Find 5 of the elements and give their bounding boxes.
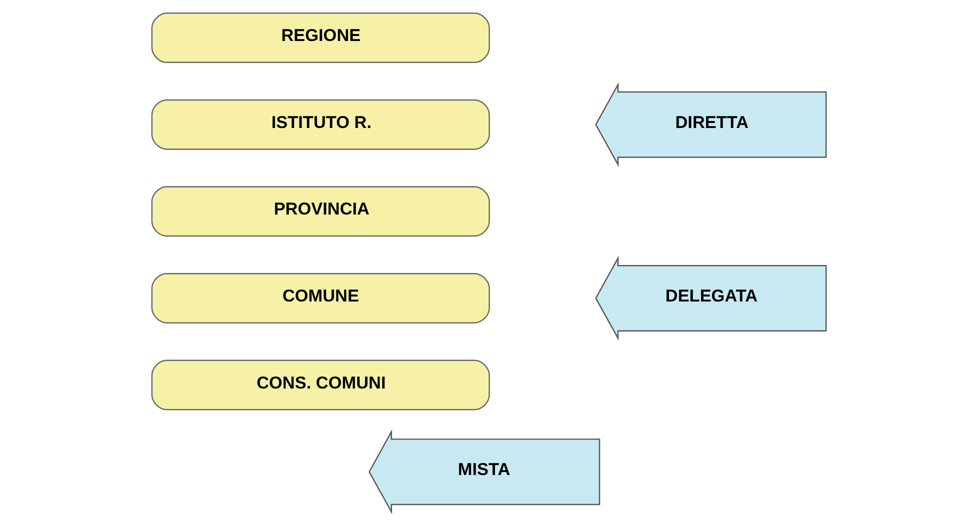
node-box: ISTITUTO R. — [151, 99, 490, 150]
node-box: REGIONE — [151, 12, 490, 64]
node-box: CONS. COMUNI — [151, 360, 490, 410]
node-box: COMUNE — [151, 272, 490, 324]
node-box: PROVINCIA — [151, 186, 490, 237]
